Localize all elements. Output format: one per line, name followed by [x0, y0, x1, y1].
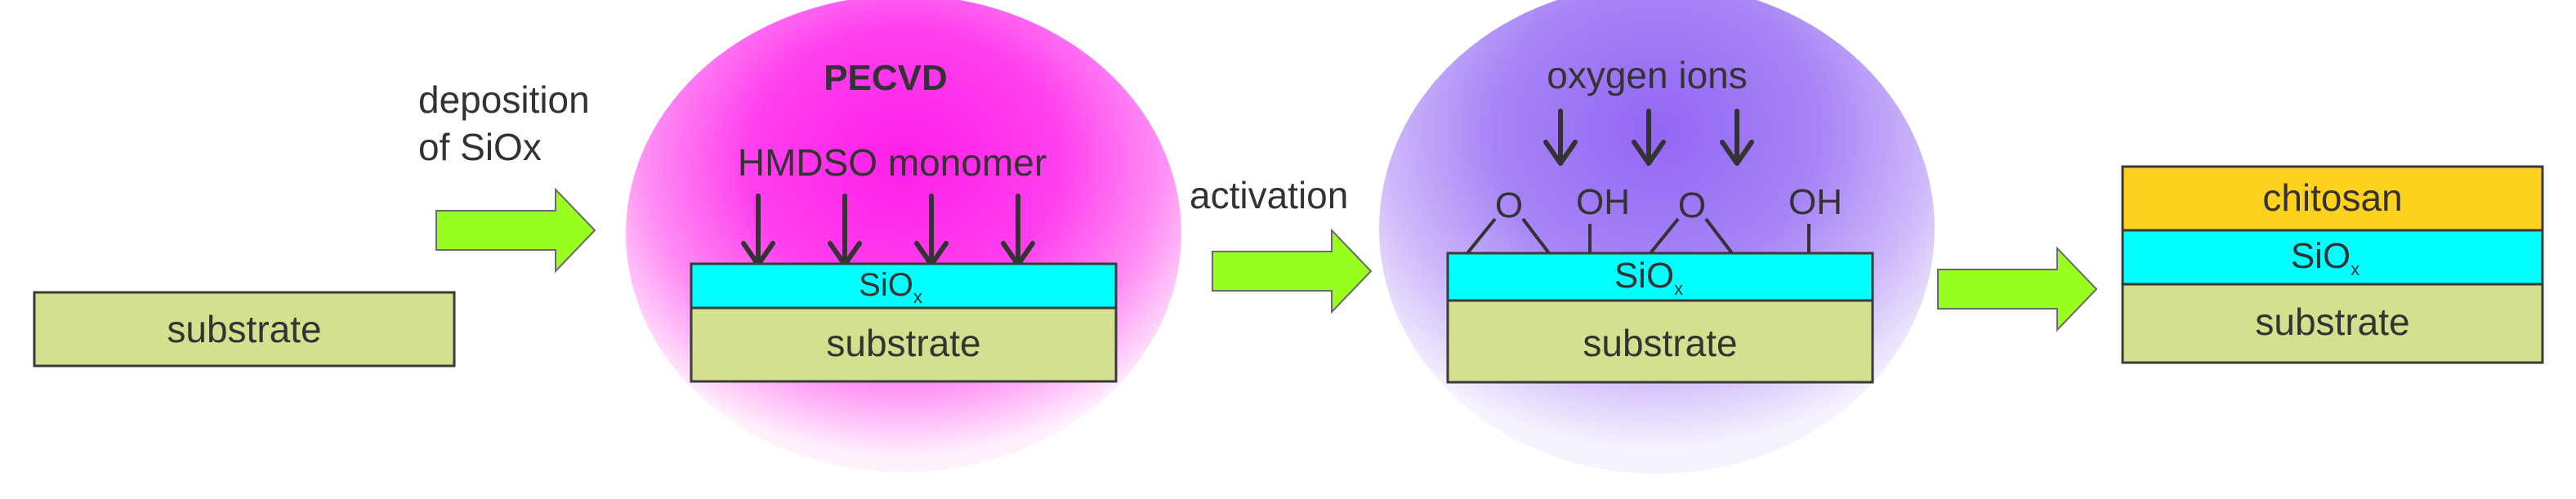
surface-groups	[1466, 217, 1810, 255]
step4-substrate-label: substrate	[2255, 301, 2409, 343]
hmdso-monomer-label: HMDSO monomer	[738, 141, 1047, 184]
activation-process-arrow	[1212, 228, 1373, 314]
ion-arrow-down-icon	[1543, 109, 1578, 166]
ion-arrow-down-icon	[1632, 109, 1666, 166]
epoxide-bond-left	[1649, 217, 1680, 255]
oxygen-ions-label: oxygen ions	[1547, 54, 1748, 96]
step2-substrate-label: substrate	[826, 322, 980, 364]
step3-siox-layer: SiOx	[1446, 252, 1874, 302]
step2-substrate: substrate	[690, 306, 1118, 383]
svg-text:SiOx: SiOx	[859, 267, 922, 307]
step3-substrate-label: substrate	[1583, 322, 1737, 364]
ion-arrow-down-icon	[1720, 109, 1754, 166]
deposition-process-arrow	[435, 187, 596, 274]
step3-substrate: substrate	[1446, 299, 1874, 384]
chitosan-label: chitosan	[2262, 176, 2402, 219]
activation-label: activation	[1190, 174, 1348, 216]
epoxide-bond-right	[1704, 217, 1734, 255]
epoxide-group-label: O	[1678, 185, 1706, 225]
step3-siox-subscript: x	[1674, 278, 1683, 299]
epoxide-bond-right	[1521, 217, 1551, 255]
deposition-label-line1: deposition	[418, 78, 590, 121]
pecvd-title: PECVD	[824, 58, 948, 98]
chitosan-layer: chitosan	[2121, 165, 2544, 232]
step1-substrate-label: substrate	[167, 308, 321, 350]
step4-siox-layer: SiOx	[2121, 229, 2544, 286]
coating-process-arrow	[1937, 246, 2098, 332]
deposition-label-line2: of SiOx	[418, 126, 542, 168]
step2-siox-label: SiO	[859, 267, 913, 303]
svg-text:SiOx: SiOx	[1614, 256, 1683, 299]
hydroxyl-group-label: OH	[1788, 182, 1842, 222]
step3-siox-label: SiO	[1614, 256, 1674, 296]
step2-siox-subscript: x	[913, 287, 922, 307]
epoxide-bond-left	[1466, 217, 1497, 255]
epoxide-group-label: O	[1495, 185, 1523, 225]
step2-siox-layer: SiOx	[690, 262, 1118, 310]
step4-siox-subscript: x	[2351, 259, 2359, 279]
step4-substrate: substrate	[2121, 283, 2544, 364]
hydroxyl-group-label: OH	[1576, 182, 1630, 222]
ion-arrows	[1543, 109, 1754, 166]
step4-siox-label: SiO	[2291, 236, 2351, 276]
svg-text:SiOx: SiOx	[2291, 236, 2359, 279]
step1-substrate: substrate	[33, 291, 456, 368]
